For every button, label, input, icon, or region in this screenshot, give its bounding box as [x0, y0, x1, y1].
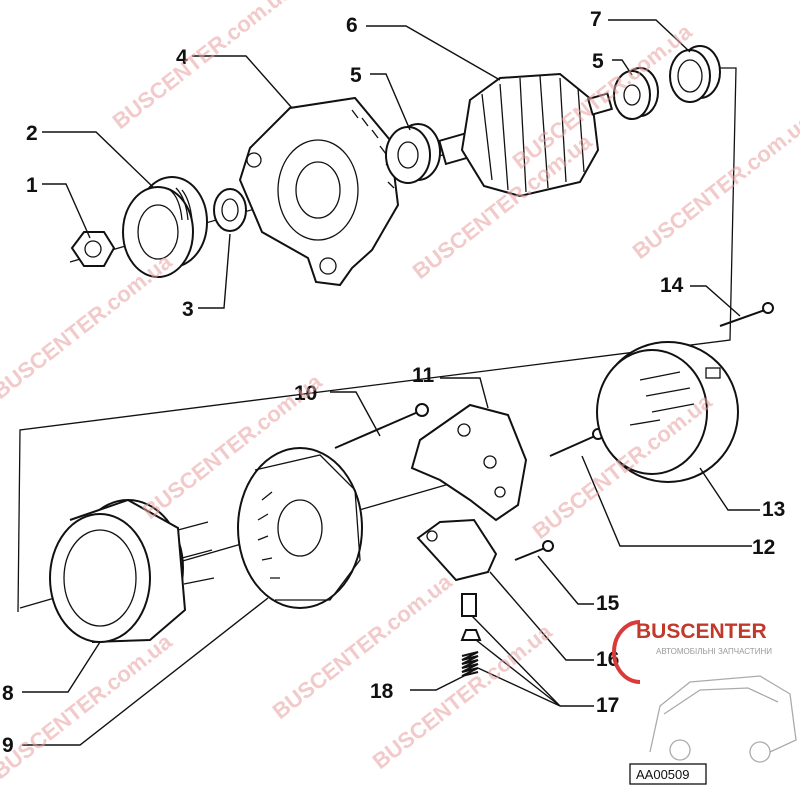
callout-9: 9 — [2, 734, 14, 757]
part-12-bolt — [549, 428, 604, 457]
callout-13: 13 — [762, 498, 785, 521]
callout-6: 6 — [346, 14, 358, 37]
part-6-rotor — [438, 72, 614, 198]
logo-name: BUSCENTER — [636, 620, 767, 643]
svg-text:BUSCENTER.com.ua: BUSCENTER.com.ua — [108, 0, 297, 134]
callout-5b: 5 — [592, 50, 604, 73]
svg-text:BUSCENTER.com.ua: BUSCENTER.com.ua — [368, 618, 557, 774]
callout-15: 15 — [596, 592, 620, 615]
part-10-long-bolt — [334, 403, 429, 449]
callout-5a: 5 — [350, 64, 362, 87]
part-15-screw — [514, 540, 554, 561]
svg-text:BUSCENTER.com.ua: BUSCENTER.com.ua — [0, 628, 177, 784]
part-8-stator — [49, 498, 215, 643]
callout-12: 12 — [752, 536, 775, 559]
part-13-rear-cover — [596, 341, 739, 483]
ref-code: AA00509 — [636, 767, 690, 782]
leader-lines — [22, 19, 760, 746]
logo-tagline: АВТОМОБІЛЬНІ ЗАПЧАСТИНИ — [656, 647, 772, 656]
part-5-front-bearing — [385, 123, 441, 184]
van-sketch-icon — [649, 675, 797, 763]
part-11-rectifier — [410, 403, 528, 522]
part-16-brush-holder — [416, 518, 498, 582]
callout-2: 2 — [26, 122, 38, 145]
part-1-nut — [70, 231, 116, 267]
callout-14: 14 — [660, 274, 684, 297]
part-17-brush-parts — [460, 593, 482, 641]
callout-1: 1 — [26, 174, 38, 197]
callout-7: 7 — [590, 8, 602, 31]
part-3-spacer — [213, 188, 247, 232]
part-14-small-bolt — [719, 302, 774, 327]
part-2-pulley — [122, 176, 208, 278]
logo-ring-icon — [612, 620, 641, 684]
buscenter-logo: BUSCENTER АВТОМОБІЛЬНІ ЗАПЧАСТИНИ — [612, 620, 772, 684]
callout-18: 18 — [370, 680, 394, 703]
callout-3: 3 — [182, 298, 194, 321]
callout-17: 17 — [596, 694, 619, 717]
callout-11: 11 — [412, 364, 435, 387]
part-4-front-housing — [238, 96, 400, 287]
ref-code-box — [629, 763, 707, 785]
callout-10: 10 — [294, 382, 317, 405]
part-5-rear-bearing — [613, 67, 659, 120]
callout-8: 8 — [2, 682, 14, 705]
svg-text:BUSCENTER.com.ua: BUSCENTER.com.ua — [628, 108, 800, 264]
part-18-spring — [461, 651, 479, 677]
callout-4: 4 — [176, 46, 188, 69]
part-9-rear-housing — [237, 447, 363, 609]
svg-text:BUSCENTER.com.ua: BUSCENTER.com.ua — [0, 248, 177, 404]
part-7-cap — [669, 45, 721, 103]
